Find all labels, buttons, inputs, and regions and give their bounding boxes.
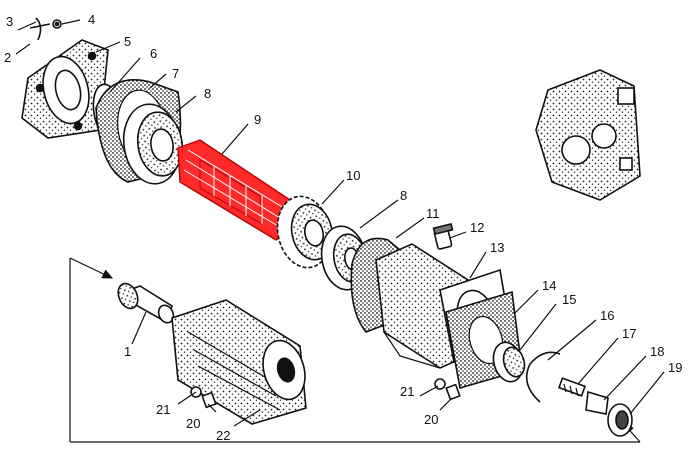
bearing-front — [122, 103, 184, 185]
callout-21-left: 21 — [156, 402, 170, 417]
bolt-right — [434, 378, 461, 401]
drain-plug — [432, 222, 454, 250]
callout-1: 1 — [124, 344, 131, 359]
callout-7: 7 — [172, 66, 179, 81]
callout-11: 11 — [426, 206, 440, 221]
callout-12: 12 — [470, 220, 484, 235]
callout-2: 2 — [4, 50, 11, 65]
assembly-arrow — [69, 257, 641, 443]
callout-5: 5 — [124, 34, 131, 49]
callout-labels: 3 2 4 5 6 7 8 9 10 8 11 12 13 14 15 16 1… — [4, 12, 682, 443]
callout-6: 6 — [150, 46, 157, 61]
splined-shaft-highlighted — [177, 139, 293, 241]
callout-3: 3 — [6, 14, 13, 29]
callout-15: 15 — [562, 292, 576, 307]
callout-8-rear: 8 — [400, 188, 407, 203]
callout-4: 4 — [88, 12, 95, 27]
callout-14: 14 — [542, 278, 556, 293]
callout-16: 16 — [600, 308, 614, 323]
snap-ring — [525, 351, 561, 403]
callout-9: 9 — [254, 112, 261, 127]
cap — [607, 403, 633, 437]
callout-19: 19 — [668, 360, 682, 375]
transfer-case-housing — [535, 69, 641, 201]
callout-17: 17 — [622, 326, 636, 341]
callout-10: 10 — [346, 168, 360, 183]
callout-13: 13 — [490, 240, 504, 255]
retaining-clip — [29, 17, 62, 41]
callout-21-right: 21 — [400, 384, 414, 399]
bolt-left — [190, 386, 217, 409]
callout-20-right: 20 — [424, 412, 438, 427]
flange-cover — [21, 39, 109, 139]
callout-18: 18 — [650, 344, 664, 359]
leader-lines — [15, 19, 665, 427]
callout-20-left: 20 — [186, 416, 200, 431]
callout-8-front: 8 — [204, 86, 211, 101]
callout-22: 22 — [216, 428, 230, 443]
bearing-small — [492, 341, 526, 383]
pump-housing — [171, 299, 307, 425]
bolt — [557, 377, 587, 397]
pinion-gear — [117, 282, 175, 324]
lock-plate — [585, 390, 609, 415]
